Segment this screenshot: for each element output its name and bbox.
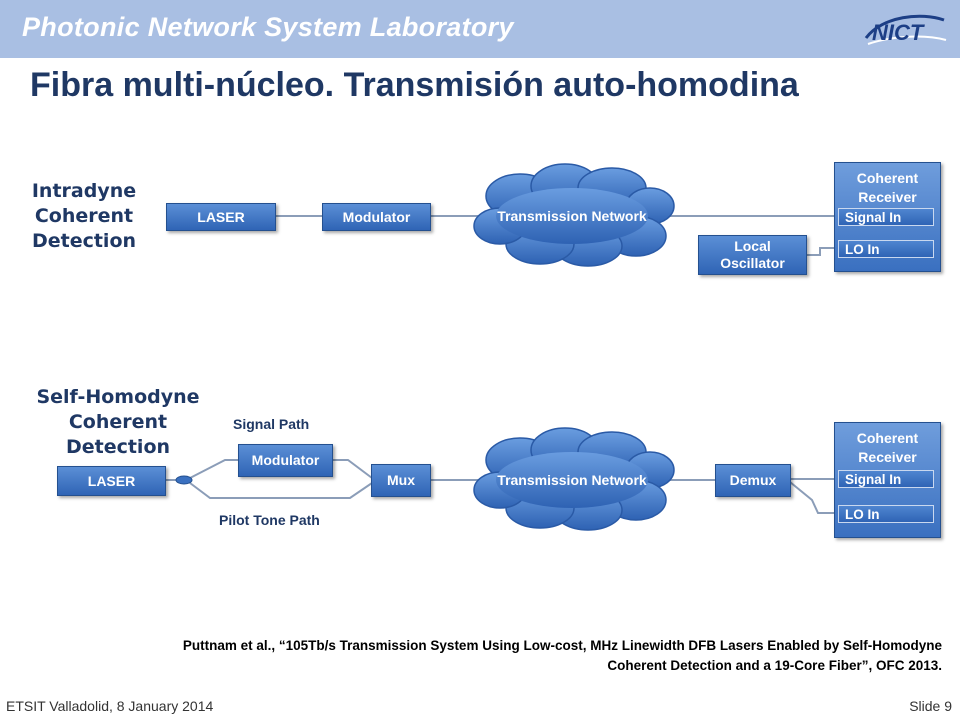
- intradyne-receiver-title-line-2: Receiver: [858, 189, 917, 205]
- self-homodyne-laser-box: LASER: [57, 466, 166, 496]
- intradyne-modulator-box: Modulator: [322, 203, 431, 231]
- intradyne-receiver-title-line-1: Coherent: [856, 170, 919, 186]
- local-oscillator-line-2: Oscillator: [720, 255, 785, 271]
- intradyne-label-line-3: Detection: [31, 230, 137, 252]
- link-signal-path: [189, 459, 240, 479]
- citation-line-2: Coherent Detection and a 19-Core Fiber”,…: [607, 658, 942, 673]
- self-homodyne-label: Self-Homodyne Coherent Detection: [24, 385, 212, 460]
- pilot-tone-path-label: Pilot Tone Path: [219, 512, 320, 528]
- local-oscillator-line-1: Local: [734, 238, 771, 254]
- demux-box: Demux: [715, 464, 791, 497]
- citation: Puttnam et al., “105Tb/s Transmission Sy…: [30, 636, 942, 676]
- link-signal-path-to-mux: [332, 459, 373, 479]
- intradyne-coherent-receiver: Coherent Receiver Signal In LO In: [834, 162, 941, 272]
- intradyne-label-line-1: Intradyne: [31, 180, 137, 202]
- link-demux-lo-in: [789, 481, 836, 514]
- citation-line-1: Puttnam et al., “105Tb/s Transmission Sy…: [182, 638, 942, 653]
- lab-name: Photonic Network System Laboratory: [22, 12, 514, 42]
- link-oscillator-lo-in: [806, 247, 836, 256]
- intradyne-laser-box: LASER: [166, 203, 276, 231]
- intradyne-receiver-title: Coherent Receiver: [835, 169, 940, 207]
- self-homodyne-receiver-title-line-2: Receiver: [858, 449, 917, 465]
- link-pilot-tone-path: [189, 482, 373, 499]
- self-homodyne-network-label: Transmission Network: [497, 472, 647, 488]
- footer-venue-date: ETSIT Valladolid, 8 January 2014: [6, 698, 214, 714]
- intradyne-label: Intradyne Coherent Detection: [18, 179, 150, 254]
- logo-text: NICT: [872, 20, 925, 45]
- intradyne-network-label: Transmission Network: [497, 208, 647, 224]
- intradyne-label-line-2: Coherent: [34, 205, 134, 227]
- self-homodyne-label-line-3: Detection: [65, 436, 171, 458]
- self-homodyne-signal-in-port: Signal In: [838, 470, 934, 488]
- slide-title: Fibra multi-núcleo. Transmisión auto-hom…: [30, 66, 799, 104]
- signal-path-label: Signal Path: [233, 416, 310, 432]
- local-oscillator-box: Local Oscillator: [698, 235, 807, 275]
- header-banner: [0, 0, 960, 58]
- self-homodyne-label-line-1: Self-Homodyne: [36, 386, 200, 408]
- self-homodyne-modulator-box: Modulator: [238, 444, 333, 477]
- self-homodyne-receiver-title: Coherent Receiver: [835, 429, 940, 467]
- splitter-coupler: [175, 475, 193, 485]
- transmission-network-cloud-bottom: [473, 427, 675, 531]
- slide-number: Slide 9: [909, 698, 952, 714]
- mux-box: Mux: [371, 464, 431, 497]
- intradyne-signal-in-port: Signal In: [838, 208, 934, 226]
- nict-logo: NICT: [864, 14, 947, 45]
- self-homodyne-coherent-receiver: Coherent Receiver Signal In LO In: [834, 422, 941, 538]
- self-homodyne-lo-in-port: LO In: [838, 505, 934, 523]
- intradyne-lo-in-port: LO In: [838, 240, 934, 258]
- self-homodyne-receiver-title-line-1: Coherent: [856, 430, 919, 446]
- transmission-network-cloud-top: [473, 163, 675, 267]
- self-homodyne-label-line-2: Coherent: [68, 411, 168, 433]
